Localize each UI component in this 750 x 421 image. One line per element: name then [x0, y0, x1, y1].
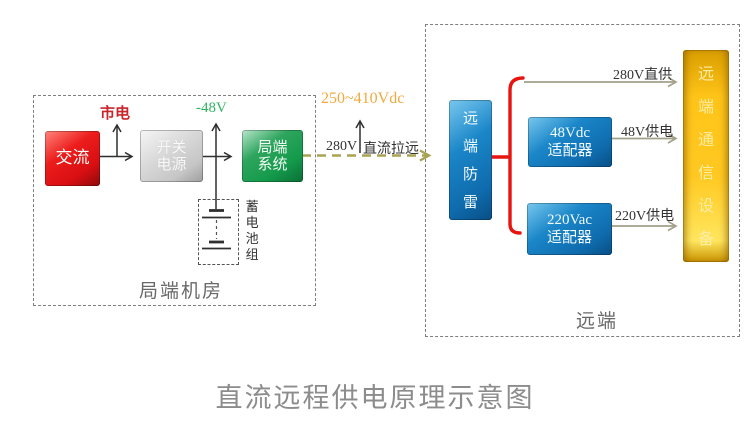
switch-power-box: 开关 电源: [140, 130, 203, 182]
battery-label: 蓄电池组: [245, 200, 259, 263]
feed-220v-label: 220V供电: [615, 209, 675, 224]
feed-280v-label: 280V直供: [613, 68, 673, 83]
adapter-48vdc-line1: 48Vdc: [550, 124, 590, 141]
local-system-line1: 局端: [257, 137, 288, 156]
adapter-220vac-line1: 220Vac: [547, 211, 592, 228]
ac-source-box: 交流: [45, 131, 100, 186]
remote-site-boundary: [425, 24, 740, 337]
local-system-line2: 系统: [257, 155, 288, 173]
lightning-protector-label: 远端防雷: [462, 109, 478, 211]
battery-symbol-icon: [202, 209, 231, 250]
distribution-bracket: [490, 76, 525, 235]
adapter-48vdc-line2: 适配器: [547, 141, 593, 159]
battery-group-boundary: [198, 199, 239, 265]
switch-power-line2: 电源: [156, 155, 187, 173]
local-site-boundary: [33, 95, 316, 306]
dc-pull-label: 直流拉远: [363, 141, 419, 157]
remote-device-label: 远端通信设备: [697, 64, 714, 248]
dc-voltage-label: 280V: [326, 139, 358, 154]
adapter-220vac-line2: 适配器: [546, 228, 592, 246]
ac-source-label: 交流: [55, 147, 90, 168]
diagram-title: 直流远程供电原理示意图: [215, 383, 535, 414]
remote-section-label: 远端: [576, 310, 619, 332]
mains-label: 市电: [100, 104, 131, 122]
feed-48v-label: 48V供电: [621, 125, 674, 140]
minus48v-label: -48V: [196, 100, 227, 116]
remote-device-box: 远端通信设备: [683, 50, 729, 262]
local-system-box: 局端 系统: [242, 130, 303, 182]
local-section-label: 局端机房: [139, 280, 224, 302]
dc-range-label: 250~410Vdc: [321, 90, 405, 107]
switch-power-line1: 开关: [156, 137, 187, 156]
lightning-protector-box: 远端防雷: [449, 100, 492, 220]
adapter-220vac-box: 220Vac 适配器: [527, 203, 612, 255]
adapter-48vdc-box: 48Vdc 适配器: [528, 117, 612, 167]
